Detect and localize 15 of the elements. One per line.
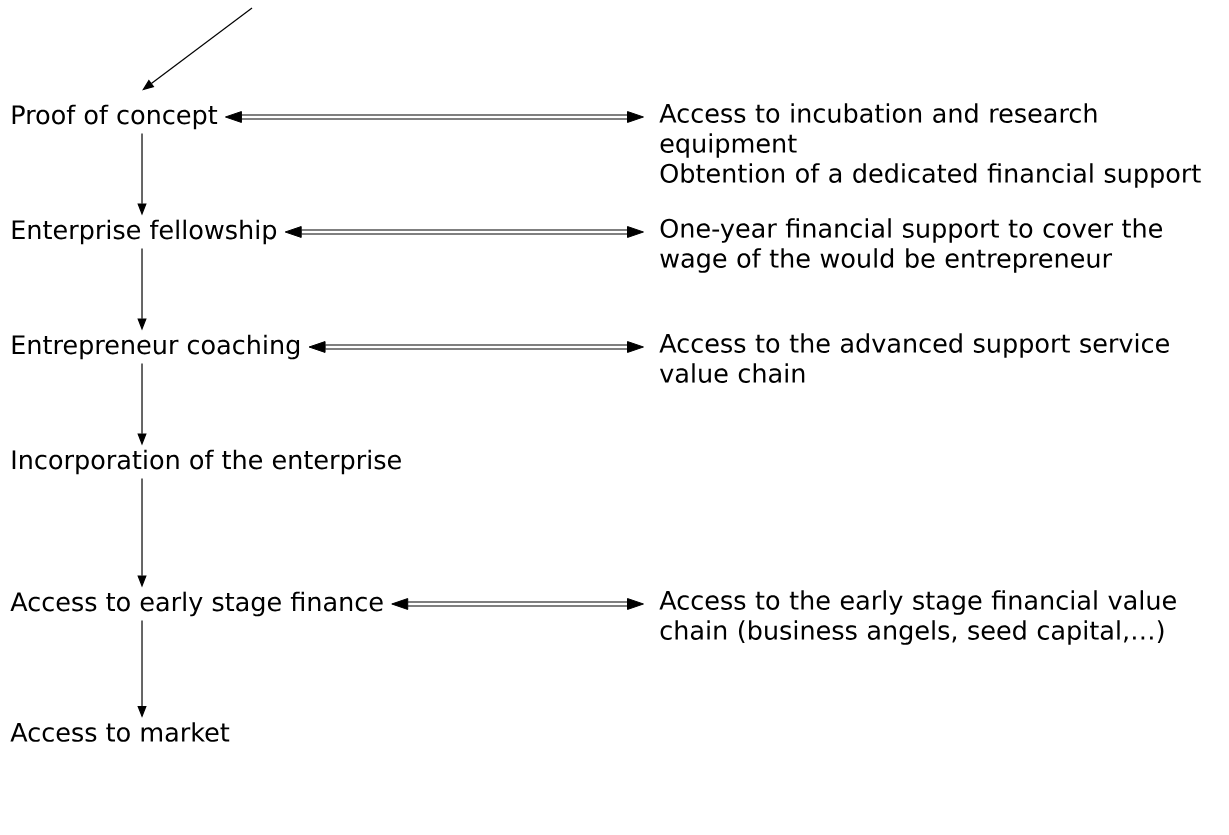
double-arrow — [308, 341, 644, 353]
arrow — [142, 7, 253, 91]
step-text: Access to market — [10, 722, 230, 742]
step-text: Access to the advanced support service value chain — [659, 333, 1169, 383]
step-text: Enterprise fellowship — [12, 219, 277, 245]
double-arrow — [225, 111, 644, 123]
step-text: Access to early stage finance — [10, 591, 383, 617]
step-text: Access to incubation and research equipment Obtention of a dedicated financial support — [659, 103, 1201, 188]
double-arrow — [391, 598, 644, 610]
step-text: Access to the early stage financial value chain (business angels, seed capital,…) — [659, 590, 1176, 645]
step-text: Incorporation of the enterprise — [12, 449, 401, 475]
double-arrow — [284, 226, 644, 238]
step-text: Entrepreneur coaching — [12, 334, 300, 360]
step-text: One-year financial support to cover the wage of the would be entrepreneur — [660, 218, 1162, 273]
step-text: Proof of concept — [12, 104, 218, 130]
